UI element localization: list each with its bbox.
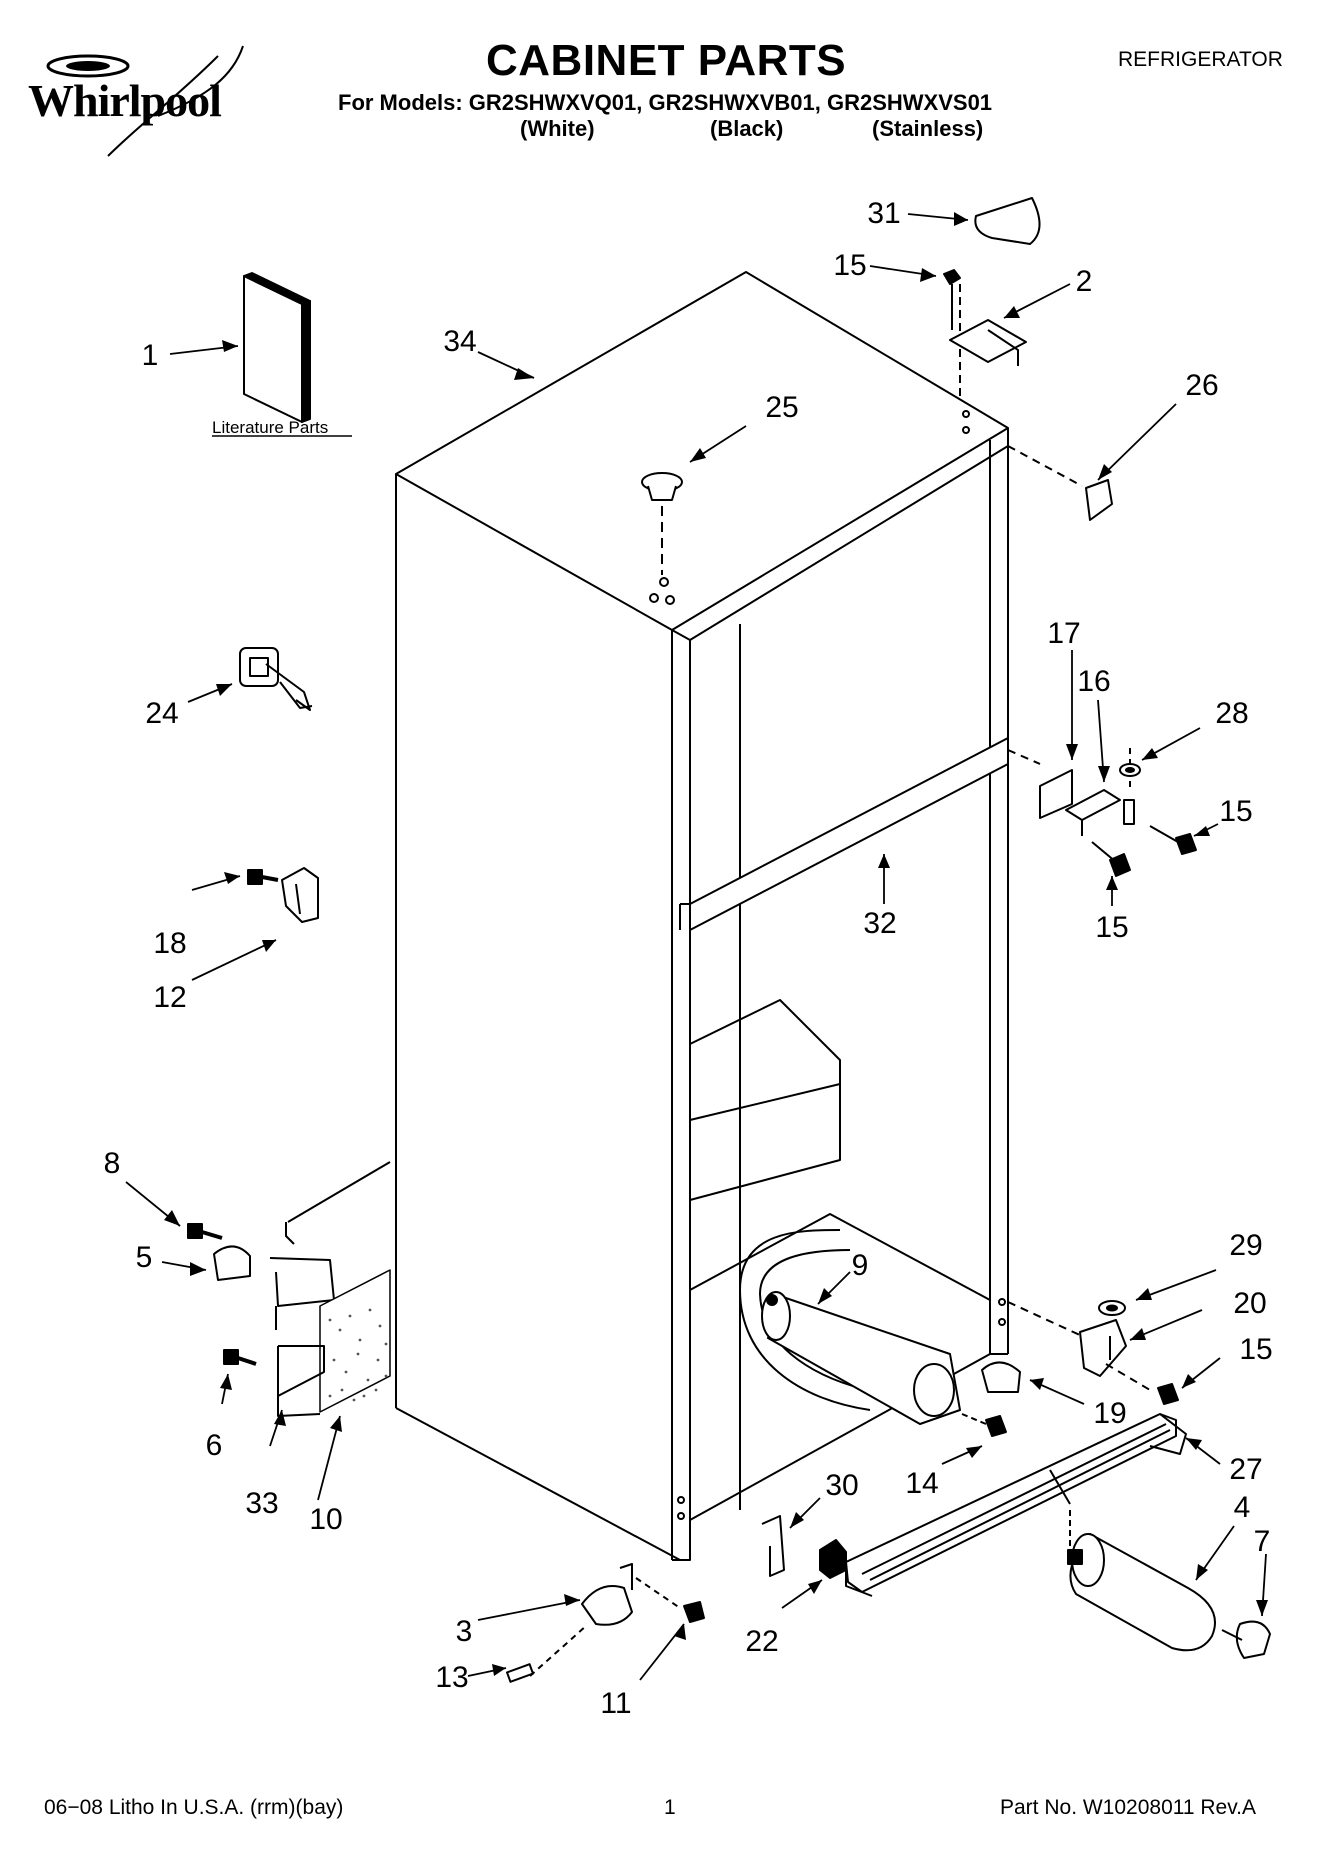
- callout-30: 30: [825, 1469, 859, 1502]
- models-line: For Models: GR2SHWXVQ01, GR2SHWXVB01, GR…: [338, 90, 993, 115]
- color-stainless: (Stainless): [872, 116, 984, 141]
- color-white: (White): [520, 116, 595, 141]
- whirlpool-logo-swoosh: [46, 45, 244, 157]
- clip-and-block-part: [761, 1515, 847, 1579]
- arrow-heads: [164, 212, 1268, 1676]
- callout-28: 28: [1215, 697, 1249, 730]
- callout-32: 32: [863, 907, 897, 940]
- center-hinge-assembly: [1007, 748, 1197, 877]
- callout-34: 34: [443, 325, 477, 358]
- cabinet-shell-part: [395, 271, 1009, 1561]
- callout-22: 22: [745, 1625, 779, 1658]
- callout-9: 9: [851, 1249, 869, 1282]
- brand-logo: Whirlpool: [18, 36, 288, 166]
- plug-cap-part: [641, 472, 683, 575]
- callout-31: 31: [867, 197, 901, 230]
- shelf-support-part: [239, 647, 313, 711]
- insulation-pad-part: [328, 1308, 388, 1402]
- page-title: CABINET PARTS: [486, 36, 847, 85]
- clamp-and-screw-part: [961, 1361, 1021, 1437]
- callout-5: 5: [135, 1241, 153, 1274]
- callout-10: 10: [309, 1503, 343, 1536]
- callout-13: 13: [435, 1661, 469, 1694]
- callout-27: 27: [1229, 1453, 1263, 1486]
- callout-3: 3: [455, 1615, 473, 1648]
- callout-12: 12: [153, 981, 187, 1014]
- callout-15-below: 15: [1095, 911, 1129, 944]
- callout-26: 26: [1185, 369, 1219, 402]
- callout-14: 14: [905, 1467, 939, 1500]
- literature-booklet-part: [212, 272, 352, 437]
- callout-25: 25: [765, 391, 799, 424]
- callout-20: 20: [1233, 1287, 1267, 1320]
- callout-15-right: 15: [1219, 795, 1253, 828]
- callout-15-lower: 15: [1239, 1333, 1273, 1366]
- top-hinge-part: [943, 269, 1027, 400]
- hinge-pin-cover-part: [1007, 445, 1113, 521]
- literature-parts-label: Literature Parts: [212, 418, 329, 437]
- callout-29: 29: [1229, 1229, 1263, 1262]
- left-lower-bracket-assembly: [187, 1161, 391, 1417]
- filter-housing-grille-part: [845, 1413, 1187, 1597]
- callout-8: 8: [103, 1147, 121, 1180]
- callout-7: 7: [1253, 1525, 1271, 1558]
- callout-17: 17: [1047, 617, 1081, 650]
- callout-15-top: 15: [833, 249, 867, 282]
- callout-24: 24: [145, 697, 179, 730]
- color-black: (Black): [710, 116, 784, 141]
- callout-16: 16: [1077, 665, 1111, 698]
- water-filter-part: [1067, 1510, 1271, 1659]
- water-tank-assembly: [739, 1229, 961, 1425]
- callout-6: 6: [205, 1429, 223, 1462]
- bottom-hinge-assembly: [1007, 1300, 1179, 1405]
- callout-1: 1: [141, 339, 159, 372]
- callout-19: 19: [1093, 1397, 1127, 1430]
- page-number: 1: [664, 1796, 676, 1819]
- leveling-leg-assembly: [506, 1563, 705, 1683]
- bracket-and-screw-part: [247, 867, 319, 923]
- litho-info: 06−08 Litho In U.S.A. (rrm)(bay): [44, 1796, 344, 1819]
- callout-2: 2: [1075, 265, 1093, 298]
- category-label: REFRIGERATOR: [1118, 48, 1283, 71]
- part-number: Part No. W10208011 Rev.A: [1000, 1796, 1257, 1819]
- callout-18: 18: [153, 927, 187, 960]
- hinge-cover-part: [974, 197, 1041, 245]
- callout-33: 33: [245, 1487, 279, 1520]
- brand-name: Whirlpool: [28, 75, 222, 126]
- callout-11: 11: [600, 1687, 632, 1720]
- callout-4: 4: [1233, 1491, 1251, 1524]
